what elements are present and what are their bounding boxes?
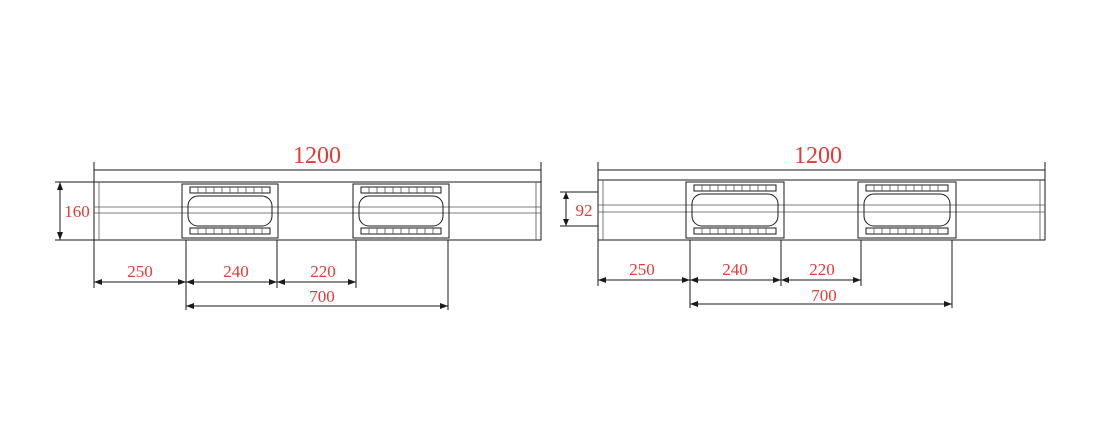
- segment-dims-right: 250 240 220 700: [597, 240, 953, 308]
- pallet-view-left: 1200: [55, 143, 542, 310]
- overall-length-label-right: 1200: [794, 143, 842, 169]
- segment-dims-left: 250 240 220 700: [93, 240, 449, 310]
- span-label-right: 700: [811, 286, 837, 305]
- span-label-left: 700: [309, 287, 335, 306]
- fork-pocket-right-1: [685, 181, 785, 239]
- overall-length-dim-left: 1200: [93, 143, 542, 182]
- fork-pocket-left-2: [352, 183, 450, 239]
- height-label-left: 160: [64, 202, 90, 221]
- height-label-right: 92: [576, 201, 593, 220]
- overall-length-dim-right: 1200: [597, 143, 1046, 180]
- fork-pocket-right-2: [857, 181, 957, 239]
- pallet-outline-left: [93, 181, 542, 241]
- pallet-outline-right: [597, 179, 1046, 241]
- segment-label-right-c: 220: [809, 260, 835, 279]
- segment-label-right-a: 250: [629, 260, 655, 279]
- pallet-view-right: 1200: [560, 143, 1046, 308]
- segment-label-left-b: 240: [223, 262, 249, 281]
- segment-label-left-a: 250: [127, 262, 153, 281]
- segment-label-right-b: 240: [722, 260, 748, 279]
- height-dim-right: 92: [560, 191, 598, 227]
- height-dim-left: 160: [55, 181, 94, 241]
- segment-label-left-c: 220: [310, 262, 336, 281]
- fork-pocket-left-1: [181, 183, 279, 239]
- overall-length-label-left: 1200: [293, 143, 341, 169]
